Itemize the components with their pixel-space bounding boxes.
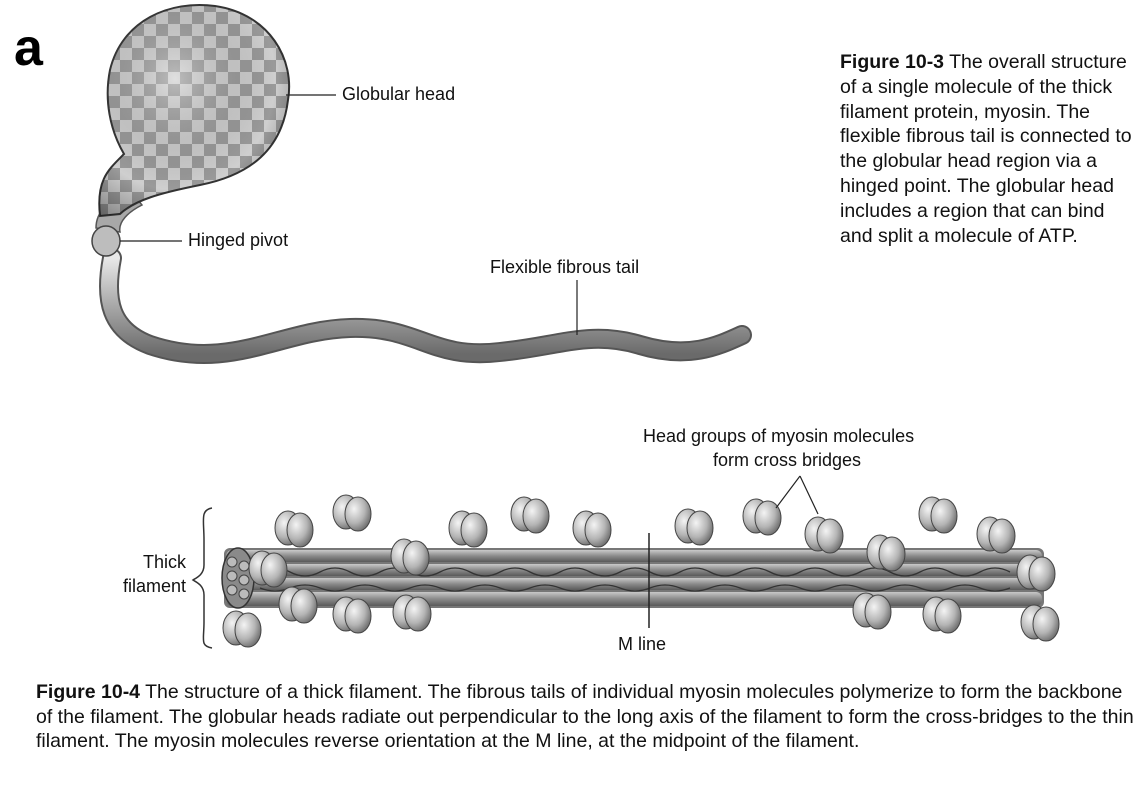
- figure-10-3-text: The overall structure of a single molecu…: [840, 51, 1132, 247]
- myosin-molecule: [92, 5, 742, 354]
- thick-filament-brace: [193, 508, 212, 648]
- head-groups-label-line2: form cross bridges: [713, 450, 861, 471]
- figure-10-4-ref: Figure 10-4: [36, 681, 140, 703]
- figure-10-3-ref: Figure 10-3: [840, 51, 944, 73]
- globular-head-label: Globular head: [342, 84, 455, 105]
- thick-filament-label-line2: filament: [107, 576, 186, 597]
- figure-10-4-caption: Figure 10-4 The structure of a thick fil…: [36, 680, 1136, 754]
- hinged-pivot-label: Hinged pivot: [188, 230, 288, 251]
- m-line-label: M line: [618, 634, 666, 655]
- figure-10-4-text: The structure of a thick filament. The f…: [36, 681, 1134, 752]
- hinged-pivot: [92, 226, 120, 256]
- panel-letter: a: [14, 22, 43, 74]
- fibrous-tail-label: Flexible fibrous tail: [490, 257, 639, 278]
- thick-filament-label-line1: Thick: [134, 552, 186, 573]
- figure-10-3-caption: Figure 10-3 The overall structure of a s…: [840, 50, 1136, 248]
- head-groups-label-line1: Head groups of myosin molecules: [643, 426, 914, 447]
- thick-filament: [193, 476, 1059, 648]
